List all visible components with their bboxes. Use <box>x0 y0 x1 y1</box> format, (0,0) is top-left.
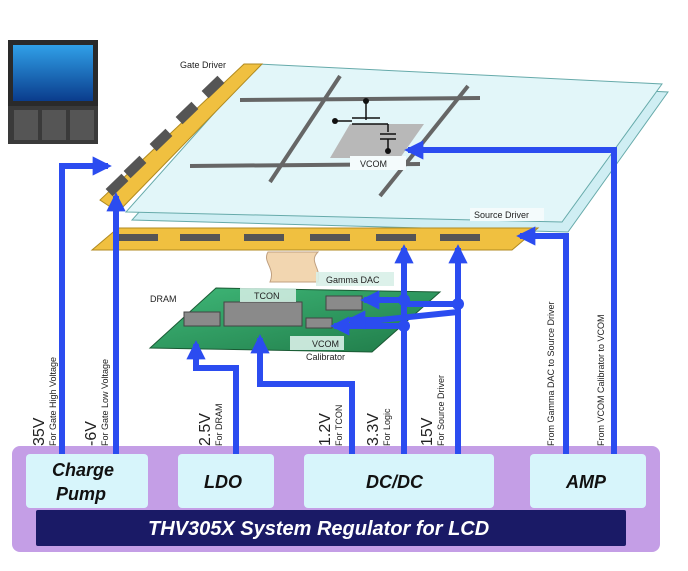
rail-15v-desc: For Source Driver <box>436 375 446 446</box>
tcon-label: TCON <box>254 291 280 301</box>
rail-3p3v-voltage: 3.3V <box>365 413 382 446</box>
arrow-amp-to-vcom <box>404 140 617 456</box>
junction-dots <box>398 294 464 332</box>
arrow-1p2v <box>250 334 355 456</box>
arrow-15v-to-calibrator <box>346 309 459 330</box>
rail-minus6v-desc: For Gate Low Voltage <box>100 359 110 446</box>
rail-labels: 35V For Gate High Voltage -6V For Gate L… <box>31 301 606 446</box>
ldo-block <box>178 454 274 508</box>
flex-cable <box>266 251 320 283</box>
power-arrows <box>59 140 617 456</box>
gate-driver: Gate Driver <box>99 60 264 213</box>
vcom-calibrator-label-line1: VCOM <box>312 339 339 349</box>
charge-pump-label-line1: Charge <box>52 460 114 480</box>
dcdc-block <box>304 454 494 508</box>
regulator-title-bar <box>36 510 626 546</box>
regulator-title: THV305X System Regulator for LCD <box>148 518 489 540</box>
rail-15v-voltage: 15V <box>419 417 436 446</box>
amp-gamma-desc: From Gamma DAC to Source Driver <box>546 301 556 446</box>
arrow-amp-to-source <box>516 226 569 456</box>
vcom-panel-label: VCOM <box>360 159 387 169</box>
arrow-2p5v <box>186 340 239 456</box>
gate-driver-label: Gate Driver <box>180 60 226 70</box>
amp-block <box>530 454 646 508</box>
amp-label: AMP <box>565 472 607 492</box>
dram-label: DRAM <box>150 294 177 304</box>
rail-2p5v-desc: For DRAM <box>214 404 224 447</box>
source-driver: Source Driver <box>90 208 544 251</box>
gamma-dac-label: Gamma DAC <box>326 275 380 285</box>
vcom-calibrator-label-line2: Calibrator <box>306 352 345 362</box>
ldo-label: LDO <box>204 472 242 492</box>
arrow-35v <box>59 156 112 456</box>
dcdc-label: DC/DC <box>366 472 424 492</box>
rail-1p2v-desc: For TCON <box>334 405 344 446</box>
charge-pump-block <box>26 454 148 508</box>
tv-icon <box>8 40 98 144</box>
rail-35v-desc: For Gate High Voltage <box>48 357 58 446</box>
rail-2p5v-voltage: 2.5V <box>197 413 214 446</box>
amp-vcom-desc: From VCOM Calibrator to VCOM <box>596 314 606 446</box>
lcd-panel: VCOM <box>124 63 669 233</box>
charge-pump-label-line2: Pump <box>56 484 106 504</box>
rail-35v-voltage: 35V <box>31 417 48 446</box>
rail-1p2v-voltage: 1.2V <box>317 413 334 446</box>
rail-minus6v-voltage: -6V <box>83 421 100 446</box>
rail-3p3v-desc: For Logic <box>382 408 392 446</box>
source-driver-label: Source Driver <box>474 210 529 220</box>
regulator-blocks: Charge Pump LDO DC/DC AMP THV305X System… <box>26 454 646 546</box>
